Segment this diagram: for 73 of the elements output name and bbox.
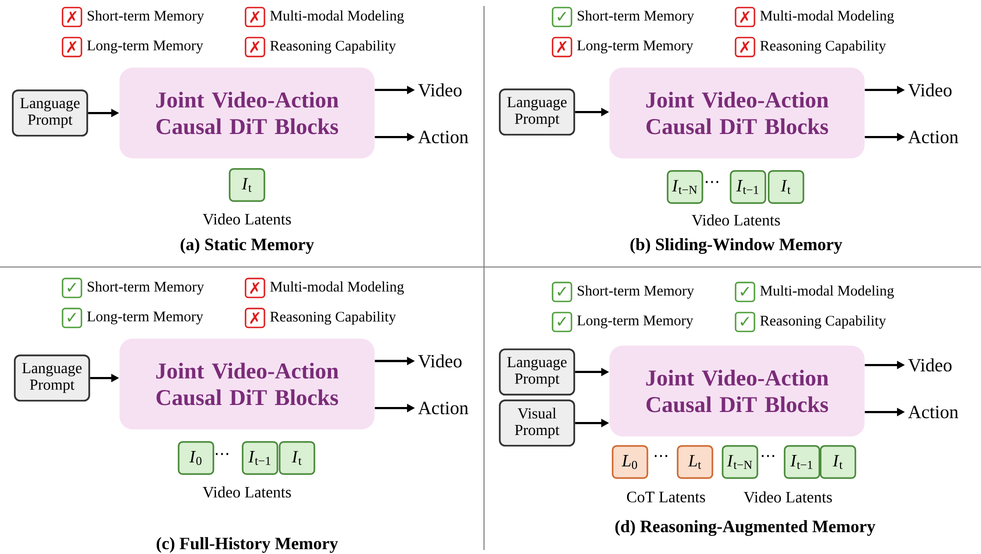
checklist-label: Reasoning Capability	[760, 40, 886, 54]
latents-label: Video Latents	[744, 491, 832, 503]
latent-box: I$_{t}$	[278, 441, 316, 475]
checklist-label: Long-term Memory	[577, 40, 694, 54]
panel-caption: (b) Sliding-Window Memory	[630, 238, 842, 254]
checklist-label: Multi-modal Modeling	[270, 10, 404, 24]
latent-box: I$_{t−1}$	[730, 170, 766, 204]
check-box: ✓	[552, 6, 572, 28]
output-label: Action	[418, 130, 468, 144]
checklist-label: Short-term Memory	[88, 281, 204, 295]
prompt-box: Language Prompt	[12, 89, 88, 137]
output-label: Video	[908, 83, 952, 97]
output-label: Action	[908, 130, 958, 144]
ellipsis: ⋯	[706, 181, 718, 184]
latent-box: I$_{t−N}$	[666, 170, 704, 204]
check-box: ✗	[734, 36, 756, 58]
ellipsis: ⋯	[216, 453, 228, 456]
latent-box: I$_{t}$	[768, 170, 804, 204]
prompt-box: Language Prompt	[498, 88, 576, 136]
panel-caption: (a) Static Memory	[180, 238, 314, 254]
latent-box: I$_{t}$	[228, 168, 266, 202]
panel-caption: (d) Reasoning-Augmented Memory	[615, 520, 876, 536]
prompt-box: Visual Prompt	[498, 399, 576, 447]
output-label: Video	[908, 358, 952, 372]
checklist-label: Reasoning Capability	[270, 40, 396, 54]
prompt-box: Language Prompt	[498, 348, 576, 396]
latent-box: I$_{t−1}$	[784, 445, 820, 479]
ellipsis: ⋯	[762, 455, 774, 458]
check-box: ✗	[552, 36, 572, 58]
panel-caption: (c) Full-History Memory	[156, 537, 338, 553]
latent-box: I$_{0}$	[178, 441, 214, 475]
latents-label: CoT Latents	[627, 492, 706, 502]
check-box: ✓	[734, 282, 756, 302]
latent-box: L$_{t}$	[676, 445, 714, 479]
ellipsis: ⋯	[654, 455, 668, 458]
check-box: ✓	[552, 312, 572, 332]
dit-block: Joint Video-Action Causal DiT Blocks	[609, 68, 865, 158]
output-label: Action	[418, 402, 468, 414]
checklist-label: Multi-modal Modeling	[270, 281, 404, 295]
check-box: ✗	[734, 6, 756, 28]
dit-block: Joint Video-Action Causal DiT Blocks	[609, 346, 865, 436]
check-box: ✗	[244, 36, 266, 58]
checklist-label: Long-term Memory	[87, 312, 204, 324]
output-label: Video	[418, 354, 462, 368]
checklist-label: Short-term Memory	[578, 10, 694, 24]
check-box: ✓	[62, 308, 82, 328]
check-box: ✓	[62, 278, 82, 298]
checklist-label: Short-term Memory	[88, 10, 204, 24]
checklist-label: Reasoning Capability	[760, 315, 886, 329]
latents-label: Video Latents	[692, 214, 780, 226]
latent-box: L$_{0}$	[612, 445, 648, 479]
check-box: ✗	[244, 308, 266, 328]
latent-box: I$_{t}$	[820, 445, 856, 479]
checklist-label: Multi-modal Modeling	[760, 285, 894, 299]
checklist-label: Long-term Memory	[577, 316, 694, 328]
check-box: ✓	[552, 282, 572, 302]
check-box: ✗	[62, 36, 82, 58]
checklist-label: Reasoning Capability	[270, 311, 396, 325]
latent-box: I$_{t−N}$	[722, 445, 758, 479]
check-box: ✓	[734, 312, 756, 332]
output-label: Video	[418, 83, 462, 97]
checklist-label: Multi-modal Modeling	[760, 10, 894, 24]
dit-block: Joint Video-Action Causal DiT Blocks	[119, 338, 375, 430]
check-box: ✗	[244, 278, 266, 298]
dit-block: Joint Video-Action Causal DiT Blocks	[119, 68, 375, 158]
check-box: ✗	[62, 6, 82, 28]
check-box: ✗	[244, 6, 266, 28]
checklist-label: Short-term Memory	[578, 285, 694, 299]
output-label: Action	[908, 406, 958, 418]
latents-label: Video Latents	[202, 486, 291, 498]
prompt-box: Language Prompt	[14, 354, 90, 402]
latent-box: I$_{t−1}$	[242, 441, 278, 475]
checklist-label: Long-term Memory	[87, 40, 204, 54]
